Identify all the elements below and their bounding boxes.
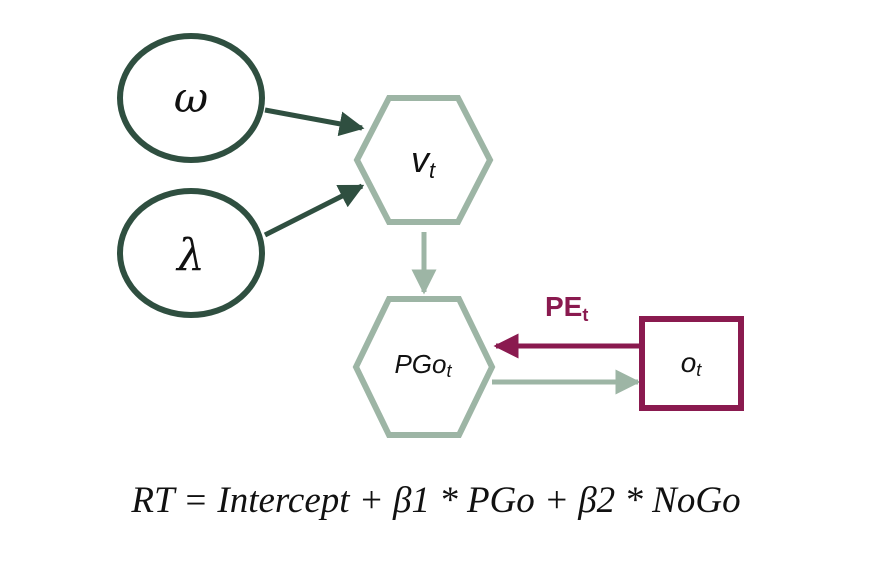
svg-text:PGot: PGot xyxy=(394,349,452,381)
lambda-label: λ xyxy=(175,230,205,281)
node-v: vt xyxy=(353,95,494,225)
pe-label-main: PE xyxy=(545,291,582,322)
o-label-main: o xyxy=(681,347,697,378)
v-label-main: v xyxy=(411,139,431,180)
o-label-sub: t xyxy=(696,360,702,380)
pe-label-sub: t xyxy=(582,305,588,325)
svg-text:ot: ot xyxy=(681,347,703,380)
edge-lambda-to-v xyxy=(263,183,365,238)
edge-omega-to-v xyxy=(264,107,365,137)
node-omega: ω xyxy=(117,33,265,163)
pgo-label-main: PGo xyxy=(394,349,446,379)
node-o: ot xyxy=(639,316,744,411)
pgo-label-sub: t xyxy=(447,361,453,381)
svg-text:PEt: PEt xyxy=(545,291,588,325)
v-label-sub: t xyxy=(429,158,436,183)
node-pgo: PGot xyxy=(352,296,496,438)
svg-text:vt: vt xyxy=(411,139,436,183)
omega-label: ω xyxy=(174,73,208,122)
formula-text: RT = Intercept + β1 * PGo + β2 * NoGo xyxy=(130,480,740,521)
node-lambda: λ xyxy=(117,188,265,318)
